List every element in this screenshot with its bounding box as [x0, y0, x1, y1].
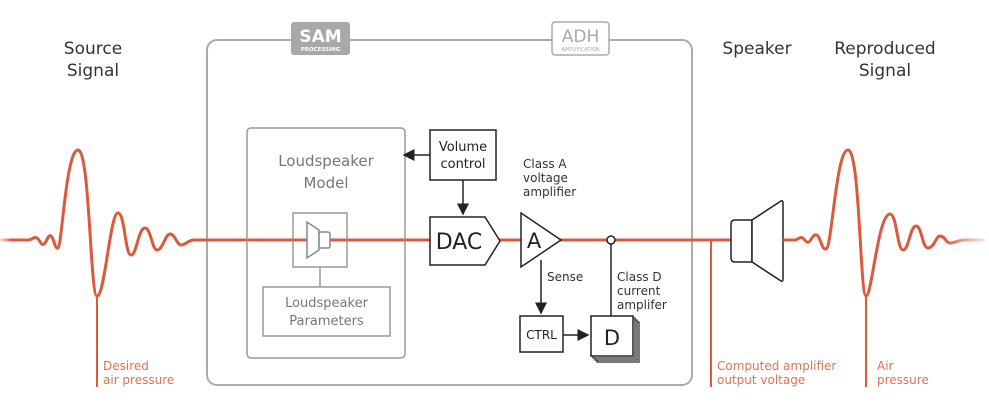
air-pressure-label: Air pressure: [877, 359, 929, 387]
svg-text:amplifer: amplifer: [617, 298, 667, 312]
ctrl-block: [519, 315, 564, 353]
svg-text:Volume: Volume: [439, 140, 487, 155]
svg-text:AMPLIFICATION: AMPLIFICATION: [561, 47, 599, 53]
svg-text:Class D: Class D: [617, 270, 662, 284]
svg-text:Class A: Class A: [523, 157, 567, 171]
svg-text:Source: Source: [64, 39, 122, 59]
svg-text:output voltage: output voltage: [717, 373, 805, 387]
dac-block: [429, 216, 501, 266]
class-a-label: Class A voltage amplifier: [523, 157, 576, 199]
volume-control-label: Volume control: [439, 140, 487, 172]
sam-processing-logo: SAM PROCESSING: [291, 22, 350, 55]
svg-text:Desired: Desired: [103, 359, 149, 373]
desired-air-pressure-label: Desired air pressure: [103, 359, 174, 387]
loudspeaker-model-box: [246, 127, 406, 359]
svg-text:control: control: [440, 157, 485, 172]
amp-d-label: D: [604, 326, 620, 350]
svg-text:Computed amplifier: Computed amplifier: [717, 359, 836, 373]
loudspeaker-parameters-label: Loudspeaker Parameters: [285, 296, 369, 329]
svg-text:PROCESSING: PROCESSING: [301, 47, 341, 53]
processing-box: [206, 39, 693, 386]
svg-text:Loudspeaker: Loudspeaker: [278, 152, 374, 170]
svg-text:Model: Model: [303, 174, 348, 192]
adh-amplification-logo: ADH AMPLIFICATION: [551, 21, 610, 56]
loudspeaker-parameters-box: [262, 286, 391, 337]
svg-text:SAM: SAM: [299, 27, 341, 47]
svg-text:ADH: ADH: [562, 27, 600, 47]
svg-text:Reproduced: Reproduced: [834, 39, 935, 59]
ctrl-label: CTRL: [526, 328, 557, 342]
source-signal-title: Source Signal: [64, 39, 122, 81]
svg-text:voltage: voltage: [523, 171, 568, 185]
reproduced-waveform: [783, 148, 985, 298]
svg-text:Air: Air: [877, 359, 894, 373]
svg-text:Loudspeaker: Loudspeaker: [285, 296, 369, 311]
speaker-title: Speaker: [722, 39, 791, 59]
sense-label: Sense: [547, 270, 583, 284]
source-waveform: [0, 148, 195, 298]
class-d-amplifier: [590, 315, 640, 363]
junction-icon: [606, 235, 616, 245]
loudspeaker-model-title: Loudspeaker Model: [278, 152, 374, 192]
svg-text:amplifier: amplifier: [523, 185, 576, 199]
svg-text:Signal: Signal: [67, 61, 119, 81]
class-d-label: Class D current amplifer: [617, 270, 667, 312]
svg-text:air pressure: air pressure: [103, 373, 174, 387]
reproduced-signal-title: Reproduced Signal: [834, 39, 935, 81]
computed-voltage-label: Computed amplifier output voltage: [717, 359, 836, 387]
amp-a-label: A: [527, 229, 542, 253]
svg-text:Signal: Signal: [859, 61, 911, 81]
svg-text:pressure: pressure: [877, 373, 929, 387]
volume-control-box: [429, 129, 497, 181]
class-a-amplifier: [520, 211, 563, 269]
speaker-icon: [730, 200, 784, 282]
speaker-icon: [306, 220, 331, 260]
svg-text:Parameters: Parameters: [289, 314, 364, 329]
dac-label: DAC: [436, 230, 483, 255]
svg-text:current: current: [617, 284, 661, 298]
